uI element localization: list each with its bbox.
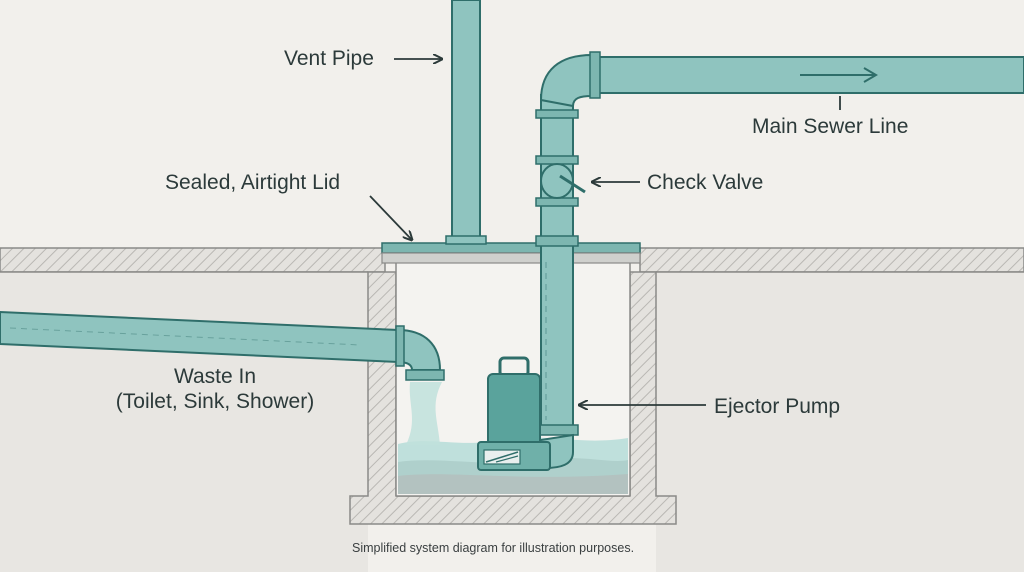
- waste-in-title: Waste In: [173, 365, 257, 388]
- leader-lines: [369, 59, 841, 405]
- floor-slab: [0, 247, 1024, 572]
- sewer-flow-arrow: [800, 67, 878, 83]
- main-sewer-line-label: Main Sewer Line: [752, 115, 909, 138]
- check-valve: [540, 163, 586, 199]
- ejector-pump-label: Ejector Pump: [714, 395, 841, 418]
- waste-inlet-pipe: [0, 310, 445, 381]
- vent-pipe-label: Vent Pipe: [284, 47, 374, 70]
- sealed-lid-label: Sealed, Airtight Lid: [165, 171, 341, 194]
- check-valve-label: Check Valve: [647, 171, 764, 194]
- lid-leader: [369, 195, 412, 240]
- waste-inflow-stream: [406, 382, 442, 445]
- diagram-caption: Simplified system diagram for illustrati…: [352, 541, 635, 555]
- ejector-pump: [477, 356, 551, 471]
- vent-pipe: [445, 0, 487, 245]
- sealed-airtight-lid: [381, 242, 641, 264]
- waste-in-label: Waste In (Toilet, Sink, Shower): [90, 364, 340, 414]
- waste-in-sources: (Toilet, Sink, Shower): [115, 390, 315, 414]
